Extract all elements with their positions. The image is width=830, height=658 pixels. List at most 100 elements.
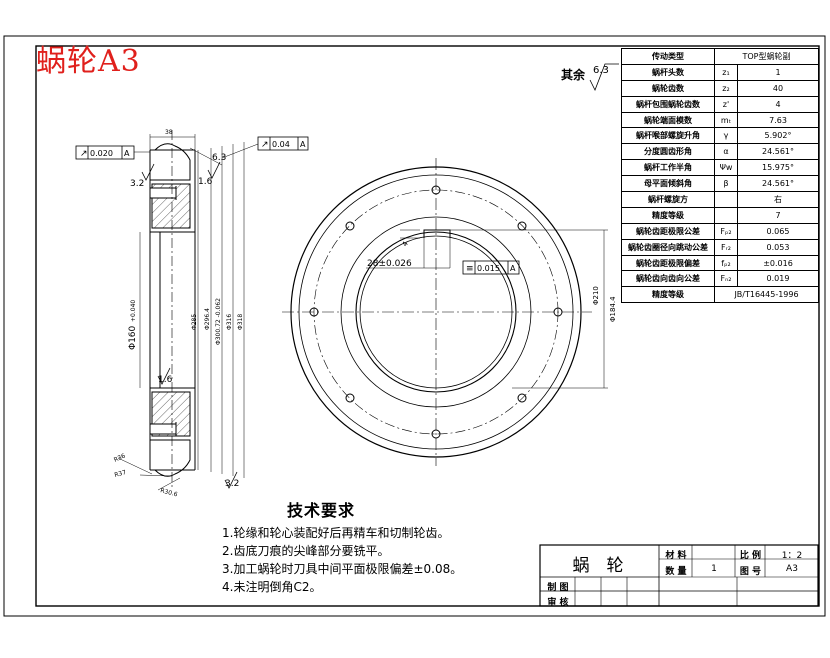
dim-r1: R36 bbox=[113, 452, 127, 463]
tolerance-frame-3: ≡ 0.015 A bbox=[462, 260, 520, 275]
roughness-label-5: 6.3 bbox=[212, 153, 226, 163]
roughness-label-4: 3.2 bbox=[225, 479, 239, 489]
part-name: 蜗 轮 bbox=[572, 556, 624, 576]
inner-border bbox=[35, 45, 820, 607]
param-value: 5.902° bbox=[737, 127, 819, 145]
param-label: 蜗轮齿圈径向跳动公差 bbox=[621, 238, 715, 256]
param-label: 母平面倾斜角 bbox=[621, 175, 715, 193]
section-view bbox=[117, 130, 245, 491]
param-label: 蜗轮齿向齿向公差 bbox=[621, 270, 715, 288]
tol-value-2: 0.04 bbox=[272, 140, 290, 149]
qty-label: 数 量 bbox=[665, 567, 687, 577]
dim-r2: R37 bbox=[114, 469, 127, 479]
param-label: 蜗杆头数 bbox=[621, 63, 715, 81]
param-symbol bbox=[714, 191, 738, 208]
param-value: 0.065 bbox=[737, 222, 819, 240]
param-symbol: α bbox=[714, 143, 738, 161]
param-symbol: z' bbox=[714, 95, 738, 113]
param-symbol: β bbox=[714, 175, 738, 193]
param-symbol: fₚ₂ bbox=[714, 254, 738, 272]
param-symbol: mₜ bbox=[714, 111, 738, 129]
requirement-2: 2.齿底刀痕的尖峰部分要铣平。 bbox=[222, 544, 390, 558]
dim-keyway: 28±0.026 bbox=[367, 259, 412, 269]
param-label: 蜗轮齿距极限偏差 bbox=[621, 254, 715, 272]
roughness-label-1: 3.2 bbox=[130, 179, 144, 189]
param-label: 蜗轮齿数 bbox=[621, 79, 715, 97]
requirement-4: 4.未注明倒角C2。 bbox=[222, 580, 322, 594]
dim-bore: Φ160 bbox=[128, 325, 138, 350]
param-value: 0.053 bbox=[737, 238, 819, 256]
param-value: 24.561° bbox=[737, 143, 819, 161]
surface-note: 其余 bbox=[561, 68, 586, 82]
param-label: 传动类型 bbox=[621, 48, 715, 65]
roughness-label-2: 1.6 bbox=[198, 177, 213, 187]
tolerance-frame-1: ↗ 0.020 A bbox=[75, 145, 150, 160]
param-symbol: Fᵣ₂ bbox=[714, 238, 738, 256]
svg-text:≡: ≡ bbox=[466, 264, 474, 274]
dim-vertical: Φ210 bbox=[592, 286, 600, 305]
param-label: 蜗轮齿距极限公差 bbox=[621, 222, 715, 240]
front-view bbox=[282, 158, 608, 466]
param-value: ±0.016 bbox=[737, 254, 819, 272]
param-value: 0.019 bbox=[737, 270, 819, 288]
dim-d2: Φ296.4 bbox=[204, 308, 211, 330]
sheet-title: 蜗轮A3 bbox=[36, 44, 141, 79]
param-value: 7.63 bbox=[737, 111, 819, 129]
roughness-label-3: 1.6 bbox=[158, 375, 173, 385]
tol-datum-1: A bbox=[124, 149, 130, 158]
tolerance-frame-2: ↗ 0.04 A bbox=[221, 136, 309, 159]
roughness-default: 6.3 bbox=[593, 65, 609, 76]
param-label: 蜗杆工作半角 bbox=[621, 159, 715, 177]
param-value: JB/T16445-1996 bbox=[714, 286, 819, 304]
param-symbol bbox=[714, 206, 738, 224]
dim-d5: Φ318 bbox=[237, 314, 244, 330]
scale-label: 比 例 bbox=[739, 551, 762, 561]
param-value: 4 bbox=[737, 95, 819, 113]
dim-d4: Φ316 bbox=[226, 314, 233, 330]
param-label: 精度等级 bbox=[621, 206, 715, 224]
drawing-value: A3 bbox=[786, 564, 798, 574]
param-value: 15.975° bbox=[737, 159, 819, 177]
dim-r3: R30.6 bbox=[159, 487, 178, 498]
tol-value-1: 0.020 bbox=[90, 149, 113, 158]
dim-d1: Φ285 bbox=[191, 314, 198, 330]
roughness-symbol bbox=[589, 63, 619, 91]
material-label: 材 料 bbox=[665, 551, 687, 561]
param-label: 蜗轮端面模数 bbox=[621, 111, 715, 129]
dim-vertical-2: Φ184.4 bbox=[609, 296, 617, 322]
outer-border bbox=[3, 35, 826, 617]
svg-text:↗: ↗ bbox=[80, 149, 88, 159]
drawn-label: 制 图 bbox=[547, 583, 569, 593]
param-value: 40 bbox=[737, 79, 819, 97]
param-value: 1 bbox=[737, 63, 819, 81]
checked-label: 审 核 bbox=[547, 598, 569, 608]
tol-datum-2: A bbox=[300, 140, 306, 149]
param-symbol: Ψw bbox=[714, 159, 738, 177]
drawing-label: 图 号 bbox=[739, 567, 762, 577]
requirement-3: 3.加工蜗轮时刀具中间平面极限偏差±0.08。 bbox=[222, 562, 463, 576]
tol-datum-3: A bbox=[510, 264, 516, 273]
svg-text:↗: ↗ bbox=[261, 140, 269, 150]
param-value: TOP型蜗轮副 bbox=[714, 48, 819, 65]
param-symbol: Fₙ₂ bbox=[714, 270, 738, 288]
requirement-1: 1.轮缘和轮心装配好后再精车和切制轮齿。 bbox=[222, 526, 450, 540]
param-value: 24.561° bbox=[737, 175, 819, 193]
scale-value: 1：2 bbox=[781, 551, 803, 561]
title-block-grid bbox=[539, 544, 819, 607]
param-label: 蜗杆包围蜗轮齿数 bbox=[621, 95, 715, 113]
